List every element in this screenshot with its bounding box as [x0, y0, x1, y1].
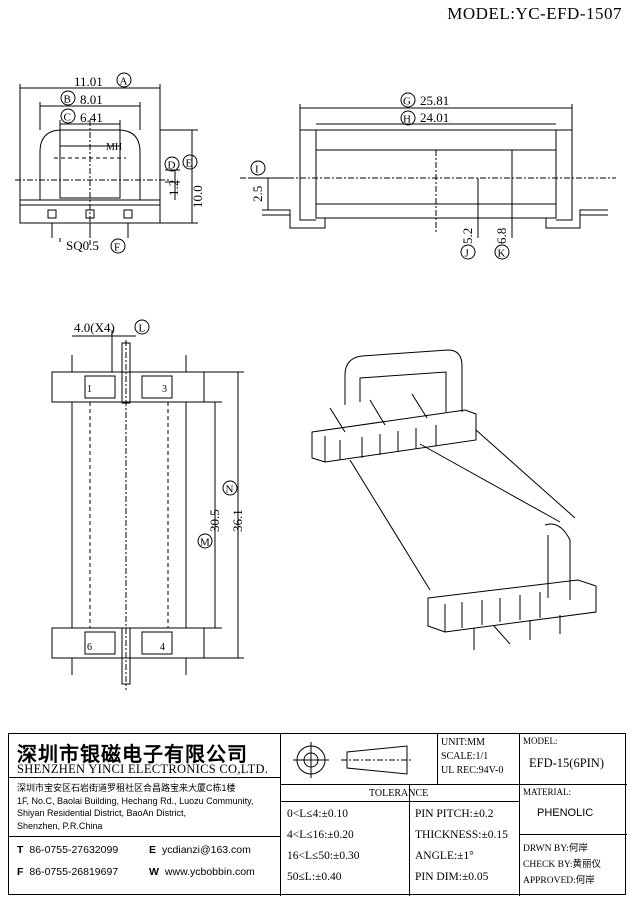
ref-H: H: [403, 114, 411, 126]
tol-range-2: 4<L≤16:±0.20: [287, 829, 354, 841]
model-label: MODEL:: [523, 736, 558, 746]
approved-by: APPROVED:何岸: [523, 876, 595, 886]
fax-row: F 86-0755-26819697: [17, 866, 118, 878]
ul-text: UL REC:94V-0: [441, 765, 504, 776]
address-line-1: 深圳市宝安区石岩街道罗租社区合昌路宝来大厦C栋1楼: [17, 783, 236, 793]
address-line-2: 1F, No.C, Baolai Building, Hechang Rd., …: [17, 795, 254, 806]
check-by: CHECK BY:黄丽仪: [523, 860, 602, 870]
ref-E: E: [186, 158, 193, 170]
scale-text: SCALE:1/1: [441, 751, 489, 762]
dim-H-value: 24.01: [420, 110, 449, 125]
dim-L-value: 4.0(X4): [74, 320, 115, 335]
pin-label-1: 1: [87, 384, 92, 395]
dim-M-value: 30.5: [207, 509, 222, 532]
company-address: 深圳市宝安区石岩街道罗租社区合昌路宝来大厦C栋1楼 1F, No.C, Baol…: [17, 782, 253, 832]
thickness-tol: THICKNESS:±0.15: [415, 829, 508, 841]
fax-label: F: [17, 866, 24, 878]
ref-A: A: [120, 76, 128, 88]
ref-K: K: [498, 248, 506, 260]
isometric-view: [311, 349, 597, 650]
pin-label-3: 3: [162, 384, 167, 395]
angle-tol: ANGLE:±1°: [415, 850, 474, 862]
dim-G-value: 25.81: [420, 93, 449, 108]
mark-MH: MH: [106, 142, 122, 153]
tolerance-title: TOLERANCE: [369, 788, 429, 799]
tel-label: T: [17, 844, 24, 856]
ref-N: N: [226, 484, 234, 496]
company-name-cn: 深圳市银磁电子有限公司: [17, 742, 248, 766]
side-view: [240, 104, 616, 238]
dim-A-value: 11.01: [74, 74, 103, 89]
web-label: W: [149, 866, 159, 878]
title-block: 深圳市银磁电子有限公司 SHENZHEN YINCI ELECTRONICS C…: [8, 733, 627, 896]
dim-K-value: 6.8: [494, 228, 509, 244]
ref-L: L: [139, 323, 146, 335]
drawn-by: DRWN BY:何岸: [523, 844, 588, 854]
ref-I: I: [255, 164, 259, 176]
dim-D-value: 1.2: [166, 180, 181, 196]
dim-B-value: 8.01: [80, 92, 103, 107]
projection-symbol-icon: [293, 742, 413, 778]
ref-M: M: [200, 537, 210, 549]
fax-value: 86-0755-26819697: [29, 866, 119, 878]
ref-J: J: [465, 248, 470, 260]
dim-I-value: 2.5: [250, 186, 265, 202]
material-label: MATERIAL:: [523, 787, 571, 797]
ref-D: D: [168, 160, 176, 172]
ref-F: F: [114, 242, 120, 254]
tol-range-4: 50≤L:±0.40: [287, 871, 342, 883]
pin-label-4: 4: [160, 642, 165, 653]
web-value: www.ycbobbin.com: [164, 866, 255, 878]
model-title: MODEL:YC-EFD-1507: [447, 4, 622, 23]
address-line-3: Shiyan Residential District, BaoAn Distr…: [17, 808, 187, 818]
ref-C: C: [64, 112, 71, 124]
company-name-en: SHENZHEN YINCI ELECTRONICS CO,LTD.: [17, 762, 269, 776]
tol-range-3: 16<L≤50:±0.30: [287, 850, 360, 862]
model-value: EFD-15(6PIN): [529, 756, 604, 770]
tel-value: 86-0755-27632099: [29, 844, 119, 856]
plan-view: [51, 330, 244, 690]
pin-label-6: 6: [87, 642, 92, 653]
unit-text: UNIT:MM: [441, 737, 485, 748]
email-label: E: [149, 844, 157, 856]
pin-pitch-tol: PIN PITCH:±0.2: [415, 808, 494, 820]
dim-F-value: SQ0.5: [66, 238, 99, 253]
dim-N-value: 36.1: [230, 509, 245, 532]
tel-row: T 86-0755-27632099: [17, 844, 118, 856]
material-value: PHENOLIC: [537, 807, 594, 819]
ref-B: B: [64, 94, 71, 106]
email-value: ycdianzi@163.com: [162, 844, 251, 856]
dim-E-value: 10.0: [190, 185, 205, 208]
front-view: [15, 84, 198, 245]
dim-J-value: 5.2: [460, 228, 475, 244]
address-line-4: Shenzhen, P.R.China: [17, 820, 103, 831]
pin-dim-tol: PIN DIM:±0.05: [415, 871, 489, 883]
ref-G: G: [403, 96, 411, 108]
dim-C-value: 6.41: [80, 110, 103, 125]
technical-drawing: 11.01 A B 8.01 C 6.41 MH D 1.2 E 10.0 SQ…: [15, 72, 616, 690]
tol-range-1: 0<L≤4:±0.10: [287, 808, 348, 820]
